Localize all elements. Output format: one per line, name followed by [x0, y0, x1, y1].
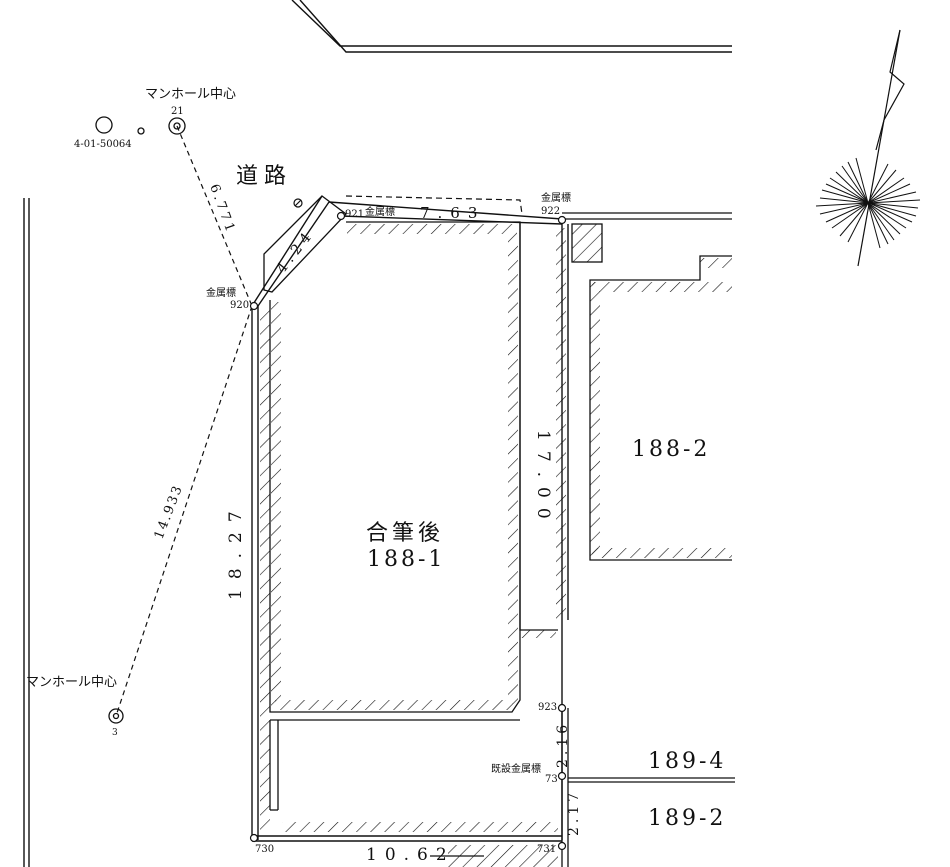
metal-marker-921-label: 金属標	[365, 205, 395, 218]
tie-lines	[115, 125, 253, 717]
dimension-east-lowest: 2.17	[566, 789, 582, 836]
dimension-bottom: 10.62	[366, 845, 455, 865]
dimension-east-side: 17.00	[533, 430, 553, 529]
manhole-bottom-number: 3	[112, 728, 118, 738]
building-hatch	[260, 224, 566, 867]
frontage-dashed-box	[345, 195, 523, 215]
manhole-top-label: マンホール中心	[145, 87, 236, 102]
metal-marker-922-label: 金属標	[541, 191, 571, 204]
existing-metal-marker-label: 既設金属標	[491, 762, 541, 775]
road-edge-top	[291, 0, 732, 53]
point-731: 731	[537, 844, 556, 855]
parcel-southeast-upper: 189-4	[648, 749, 726, 774]
point-921: 921	[345, 209, 364, 220]
north-arrow-icon	[815, 29, 921, 267]
point-73: 73	[545, 774, 558, 785]
road-label: 道路	[236, 164, 292, 189]
dimension-west-side: 18.27	[226, 501, 246, 600]
road-edge-left	[23, 198, 30, 867]
parcel-southeast-lower: 189-2	[648, 806, 726, 831]
hydrant-symbol	[293, 198, 303, 208]
point-923: 923	[538, 702, 557, 713]
manhole-top	[168, 117, 186, 135]
parcel-main-number: 188-1	[367, 547, 445, 572]
manhole-bottom	[108, 708, 124, 724]
benchmark-label: 4-01-50064	[74, 139, 132, 150]
parcel-boundary	[251, 195, 569, 842]
manhole-bottom-label: マンホール中心	[26, 675, 117, 690]
parcel-east-number: 188-2	[632, 437, 710, 462]
dimension-tie-top: 6.771	[206, 182, 238, 236]
survey-point-markers	[249, 211, 567, 851]
adjacent-building-east-hatch	[590, 258, 732, 558]
point-920: 920	[230, 300, 249, 311]
manhole-top-number: 21	[171, 106, 184, 117]
dimension-east-lower: 2.16	[555, 721, 571, 768]
metal-marker-920-label: 金属標	[206, 286, 236, 299]
benchmark-marker	[95, 116, 145, 135]
point-922: 922	[541, 206, 560, 217]
dimension-tie-long: 14.933	[152, 482, 187, 541]
adjacent-building-east	[562, 212, 732, 561]
parcel-main-title: 合筆後	[366, 521, 444, 546]
corner-cut-strip	[263, 195, 347, 293]
dimension-front: 7.63	[420, 204, 485, 222]
point-730: 730	[255, 844, 274, 855]
adjacent-lots-southeast	[430, 708, 735, 867]
